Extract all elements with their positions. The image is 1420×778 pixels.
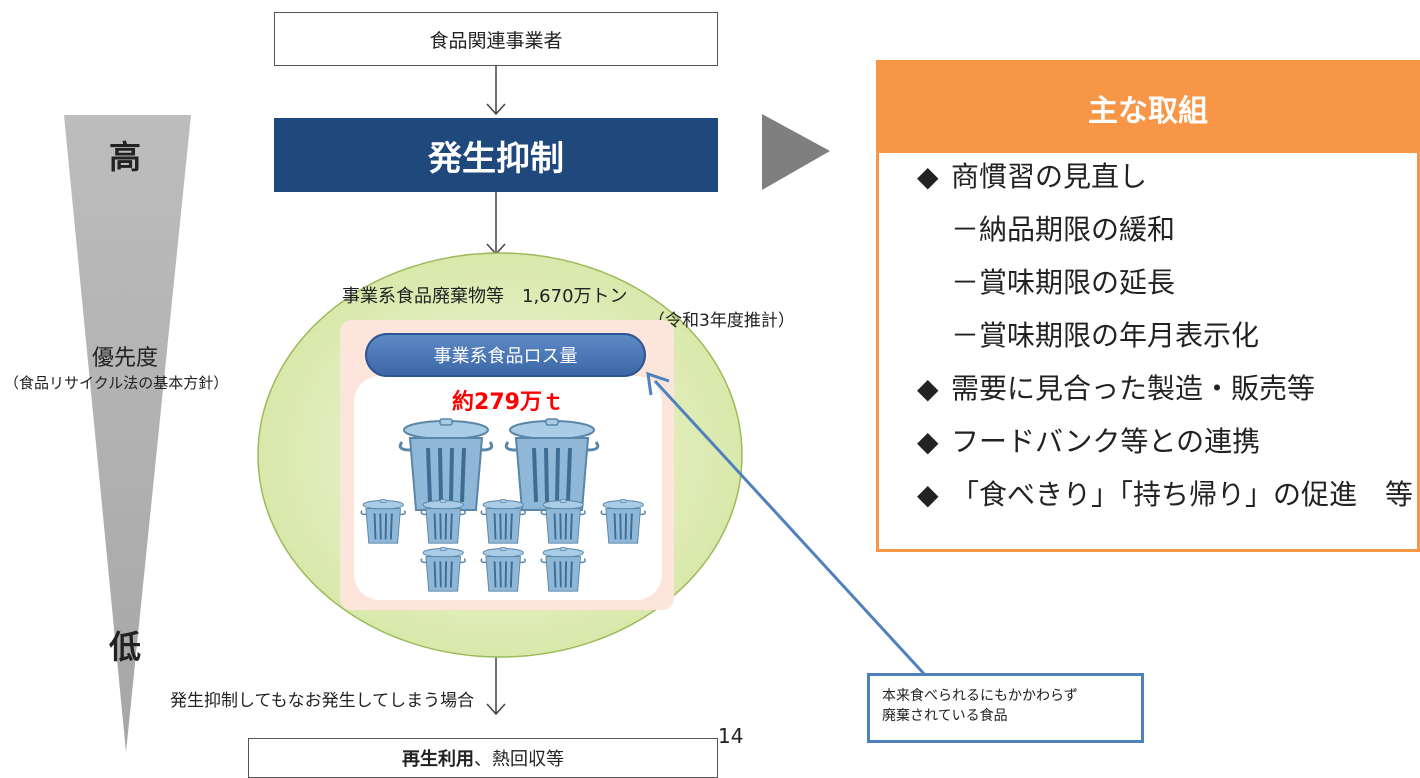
initiative-text: 「食べきり」「持ち帰り」の促進 等 [951,478,1414,511]
recycling-box: 再生利用、熱回収等 [248,738,718,778]
food-loss-label: 事業系食品ロス量 [365,333,646,377]
food-loss-callout: 本来食べられるにもかかわらず 廃棄されている食品 [867,673,1144,743]
initiative-text: フードバンク等との連携 [951,425,1261,458]
recycling-bold: 再生利用 [402,749,474,770]
food-business-operators-box: 食品関連事業者 [274,12,718,66]
initiative-item: ◆ 商慣習の見直し [917,155,1147,195]
initiative-item: ◆ フードバンク等との連携 [917,420,1260,460]
panel-title: 主な取組 [879,63,1417,153]
initiative-item: ◆ 「食べきり」「持ち帰り」の促進 等 [917,473,1413,513]
priority-label: 優先度 [92,346,159,371]
right-arrow-icon [762,114,830,190]
initiative-text: －賞味期限の年月表示化 [951,319,1260,352]
recycling-rest: 、熱回収等 [474,749,564,770]
callout-line-2: 廃棄されている食品 [882,708,1008,724]
business-food-waste-total: 事業系食品廃棄物等 1,670万トン [342,286,628,307]
estimate-note: （令和3年度推計） [648,311,795,331]
priority-high-label: 高 [109,138,142,176]
initiative-subitem: －納品期限の緩和 [951,208,1175,248]
diamond-icon: ◆ [917,425,939,458]
initiative-text: －賞味期限の延長 [951,266,1176,299]
diamond-icon: ◆ [917,478,939,511]
initiative-subitem: －賞味期限の延長 [951,261,1175,301]
priority-low-label: 低 [109,628,142,666]
diamond-icon: ◆ [917,160,939,193]
initiative-text: 商慣習の見直し [951,160,1148,193]
initiative-subitem: －賞味期限の年月表示化 [951,314,1259,354]
main-initiatives-panel: 主な取組 ◆ 商慣習の見直し －納品期限の緩和 －賞味期限の延長 －賞味期限の年月… [876,60,1420,552]
initiative-item: ◆ 需要に見合った製造・販売等 [917,367,1315,407]
initiative-text: －納品期限の緩和 [951,213,1176,246]
callout-connector [646,371,928,678]
food-loss-amount: 約279万ｔ [452,390,564,415]
page-number: 14 [718,724,744,748]
remaining-waste-label: 発生抑制してもなお発生してしまう場合 [170,691,475,711]
priority-triangle [64,115,191,752]
diamond-icon: ◆ [917,372,939,405]
callout-line-1: 本来食べられるにもかかわらず [882,688,1078,704]
prevention-box: 発生抑制 [274,118,718,192]
initiative-text: 需要に見合った製造・販売等 [951,372,1316,405]
priority-sublabel: （食品リサイクル法の基本方針） [4,374,229,392]
